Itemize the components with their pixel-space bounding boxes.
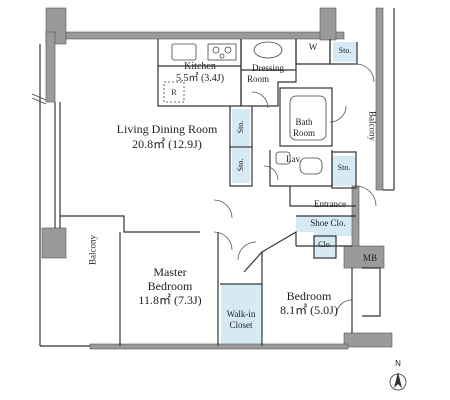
entrance-label: Entrance xyxy=(314,199,346,209)
storage-living-2-label: Sto. xyxy=(236,158,245,172)
wall-top-right-column xyxy=(319,7,337,41)
shoe-closet-label: Shoe Clo. xyxy=(310,218,346,228)
partitions xyxy=(39,8,395,347)
storage-top-fill xyxy=(333,42,357,62)
storage-living-1-fill xyxy=(232,109,250,146)
toilet-icon xyxy=(299,157,323,175)
stove-icon xyxy=(207,43,237,61)
shoe-closet-fill xyxy=(296,216,356,258)
wall-left-bottom-column xyxy=(41,227,67,259)
bath-room-name-2: Room xyxy=(292,128,316,138)
bathtub-icon xyxy=(289,95,327,141)
door-swings xyxy=(213,63,377,317)
master-bedroom-area: 11.8㎡ (7.3J) xyxy=(138,293,202,307)
bath-room-name-1: Bath xyxy=(295,117,313,127)
wall-bottom-right xyxy=(343,332,393,348)
walkin-closet-name-1: Walk-in xyxy=(226,309,256,319)
storage-entrance-fill xyxy=(332,156,356,186)
walkin-closet-name-2: Closet xyxy=(229,320,253,330)
master-bedroom-name-1: Master xyxy=(153,265,187,279)
bedroom-name: Bedroom xyxy=(286,289,332,303)
storage-entrance-label: Sto. xyxy=(337,163,351,172)
storage-top-label: Sto. xyxy=(338,46,352,55)
balcony-left-label: Balcony xyxy=(87,235,98,265)
fridge-label: R xyxy=(171,88,177,97)
living-room-area: 20.8㎡ (12.9J) xyxy=(132,137,202,151)
wall-bottom xyxy=(89,343,349,350)
wall-top xyxy=(65,31,345,40)
dressing-room-name-2: Room xyxy=(246,74,270,84)
north-label: N xyxy=(395,359,401,368)
lav-basin-icon xyxy=(275,151,291,165)
kitchen-name: Kitchen xyxy=(184,61,216,72)
storage-living-2-fill xyxy=(232,148,250,183)
wall-left-top xyxy=(45,31,56,103)
dressing-room-name-1: Dressing xyxy=(252,63,284,73)
lavatory-label: Lav. xyxy=(286,154,302,164)
storage-living-1-label: Sto. xyxy=(236,120,245,134)
structural-walls xyxy=(41,7,393,350)
fixtures xyxy=(31,41,327,175)
master-bedroom-name-2: Bedroom xyxy=(147,279,193,293)
vanity-basin-icon xyxy=(253,41,283,59)
living-room-name: Living Dining Room xyxy=(116,122,218,136)
balcony-right-label: Balcony xyxy=(367,111,378,141)
kitchen-area: 5.5㎡ (3.4J) xyxy=(175,73,225,84)
closet-label: Clo. xyxy=(318,240,332,249)
wall-right-upper xyxy=(375,7,384,191)
meter-box-label: MB xyxy=(362,253,378,263)
sink-icon xyxy=(171,43,197,61)
washer-label: W xyxy=(308,42,318,52)
walkin-closet-fill xyxy=(221,284,262,346)
bedroom-area: 8.1㎡ (5.0J) xyxy=(280,303,338,317)
north-arrow xyxy=(389,372,407,391)
storage-fills xyxy=(221,42,357,346)
fridge-box xyxy=(163,81,185,103)
